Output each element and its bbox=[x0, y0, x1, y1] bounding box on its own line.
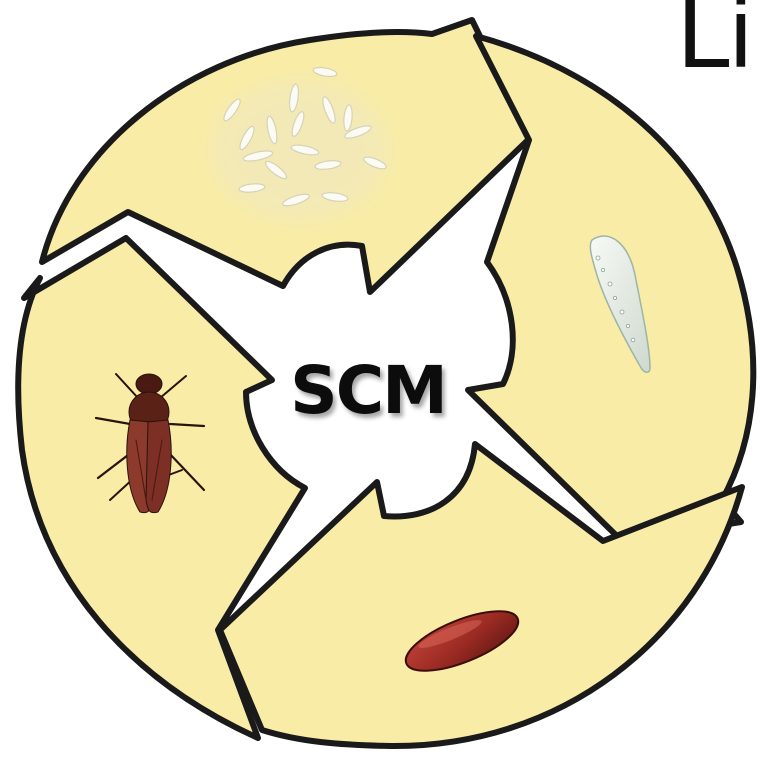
heading-text: Li bbox=[676, 0, 752, 90]
center-label: SCM bbox=[268, 352, 468, 429]
